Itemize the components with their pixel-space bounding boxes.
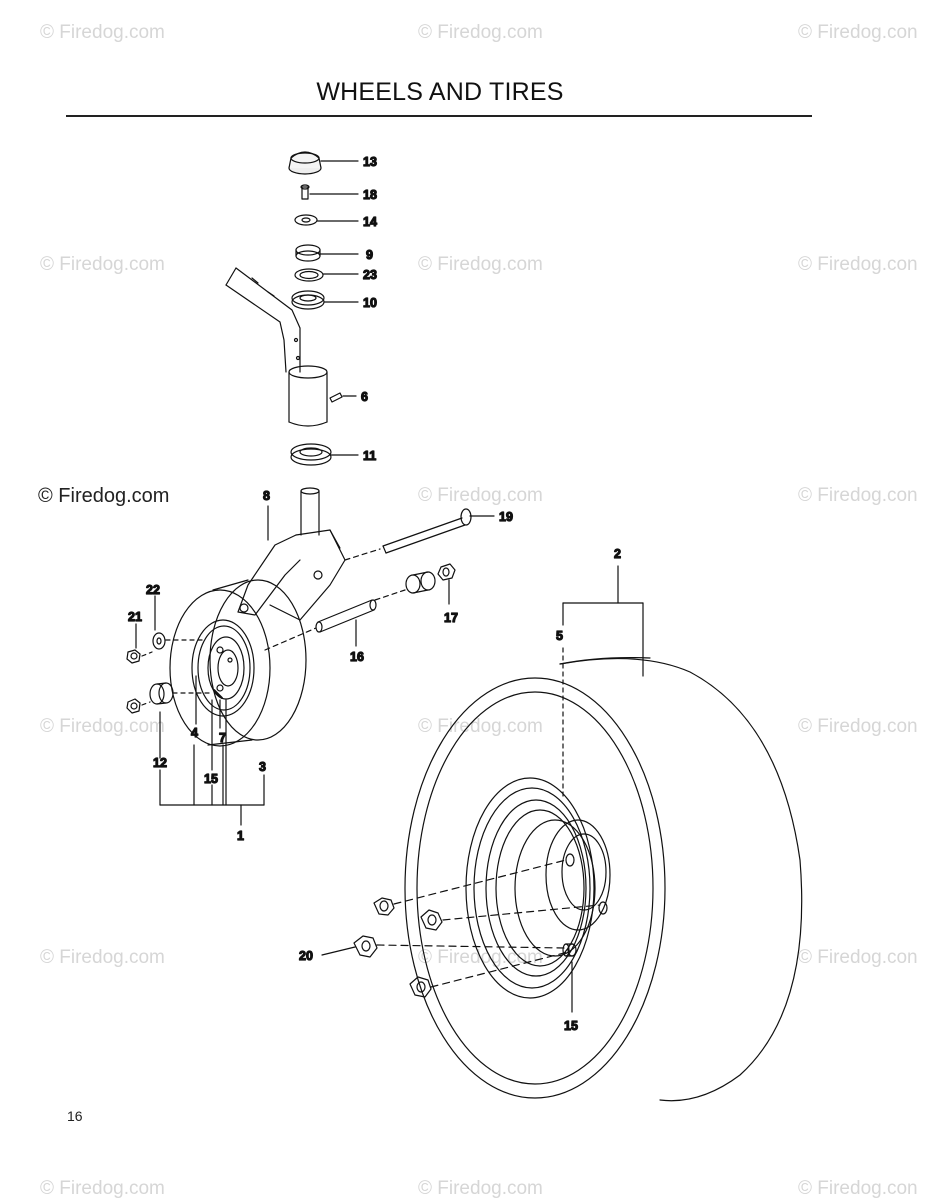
watermark: © Firedog.con <box>798 947 918 968</box>
callout-14: 14 <box>363 215 377 229</box>
watermark: © Firedog.com <box>40 22 165 43</box>
spacer-part <box>405 571 436 594</box>
page-title: WHEELS AND TIRES <box>316 78 564 106</box>
page-number: 16 <box>67 1108 83 1124</box>
callout-8: 8 <box>263 489 270 503</box>
callout-20: 20 <box>299 949 313 963</box>
lug-nut-part <box>373 897 395 916</box>
spacer-part-12 <box>149 682 174 705</box>
callout-1: 1 <box>237 829 244 843</box>
rear-wheel-assembly <box>404 657 803 1102</box>
watermark: © Firedog.con <box>798 254 918 275</box>
watermark-dark: © Firedog.com <box>38 485 170 507</box>
axle-bolt-part <box>382 508 472 554</box>
watermark: © Firedog.com <box>418 485 543 506</box>
callout-17: 17 <box>444 611 458 625</box>
assembly-bracket-2 <box>562 565 644 801</box>
callout-15: 15 <box>204 772 218 786</box>
callout-2: 2 <box>614 547 621 561</box>
spring-part <box>295 244 321 262</box>
lug-nut-part <box>353 935 378 958</box>
callout-13: 13 <box>363 155 377 169</box>
watermark: © Firedog.con <box>798 716 918 737</box>
frame-arm <box>225 267 301 373</box>
bearing-part <box>291 290 325 310</box>
callout-6: 6 <box>361 390 368 404</box>
watermark: © Firedog.com <box>418 254 543 275</box>
washer-part <box>294 214 318 226</box>
lug-nut-part <box>420 909 443 931</box>
watermark: © Firedog.com <box>40 716 165 737</box>
axle-sleeve-part <box>315 599 377 633</box>
watermark: © Firedog.con <box>798 22 918 43</box>
assembly-bracket-1 <box>159 675 265 826</box>
callout-10: 10 <box>363 296 377 310</box>
nut-part-12 <box>126 698 141 714</box>
watermark: © Firedog.con <box>798 1178 918 1199</box>
watermark: © Firedog.com <box>40 254 165 275</box>
callout-12: 12 <box>153 756 167 770</box>
watermark: © Firedog.com <box>418 22 543 43</box>
callout-21: 21 <box>128 610 142 624</box>
callout-18: 18 <box>363 188 377 202</box>
callout-15-rear: 15 <box>564 1019 578 1033</box>
pivot-tube-part <box>288 365 343 427</box>
ring-part <box>294 268 324 282</box>
watermark: © Firedog.com <box>40 1178 165 1199</box>
title-rule <box>66 115 812 117</box>
front-wheel-assembly <box>169 579 307 747</box>
grease-fitting-part <box>300 184 310 200</box>
callout-5: 5 <box>556 629 563 643</box>
callout-11: 11 <box>363 449 376 463</box>
dust-cap-part <box>288 151 322 175</box>
callout-7: 7 <box>219 731 226 745</box>
callout-19: 19 <box>499 510 513 524</box>
nut-part <box>437 563 456 581</box>
watermark: © Firedog.com <box>40 947 165 968</box>
callout-9: 9 <box>366 248 373 262</box>
callout-22: 22 <box>146 583 160 597</box>
callout-3: 3 <box>259 760 266 774</box>
callout-16: 16 <box>350 650 364 664</box>
watermark: © Firedog.com <box>418 716 543 737</box>
watermark: © Firedog.com <box>418 1178 543 1199</box>
watermark: © Firedog.con <box>798 485 918 506</box>
caster-fork-part <box>237 487 346 621</box>
lug-nut-part <box>409 976 432 998</box>
callout-23: 23 <box>363 268 377 282</box>
callout-4: 4 <box>191 726 198 740</box>
lower-bearing-part <box>290 443 332 466</box>
washer-part-22 <box>152 632 166 650</box>
nut-part-21 <box>126 649 141 664</box>
